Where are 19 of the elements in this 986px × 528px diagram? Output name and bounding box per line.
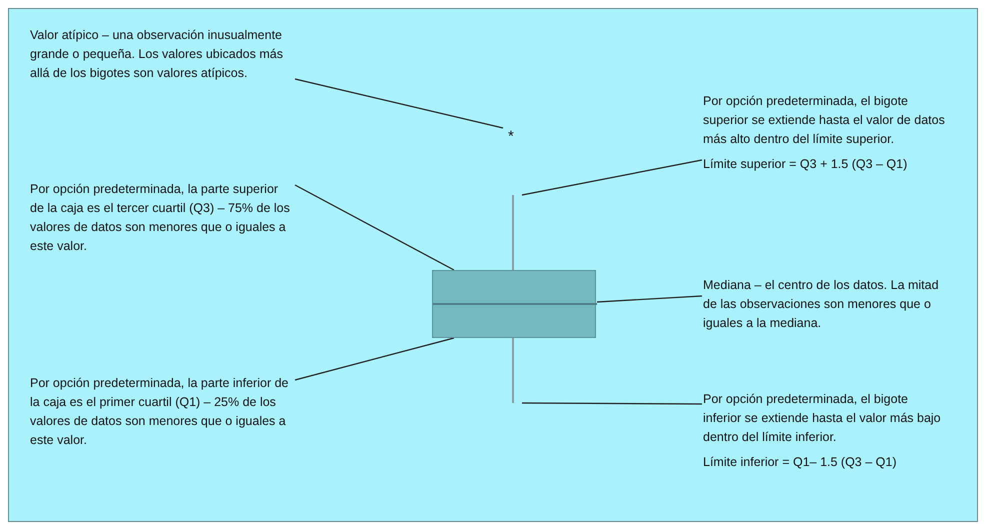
annotation-text: Valor atípico – una observación inusualmente grande o pequeña. Los valores ubicados más allá de los bigotes son valores atípicos.: [30, 26, 295, 83]
annotation-text: Límite inferior = Q1– 1.5 (Q3 – Q1): [703, 454, 898, 471]
box: [432, 270, 596, 338]
lower-whisker: [512, 338, 514, 403]
leader-line: [294, 184, 454, 271]
annotation-text: Por opción predeterminada, la parte inferior de la caja es el primer cuartil (Q1) – 25% de los valores de datos son menores que o iguales a este valor.: [30, 374, 295, 450]
annotation-text: Por opción predeterminada, el bigote superior se extiende hasta el valor de datos más alto dentro del límite superior.: [703, 93, 946, 148]
leader-line: [294, 337, 454, 381]
median-line: [433, 303, 597, 305]
outlier-asterisk: *: [508, 129, 514, 145]
annotation-text: Mediana – el centro de los datos. La mitad de las observaciones son menores que o iguales a la mediana.: [703, 276, 948, 333]
leader-line: [522, 159, 702, 196]
annotation-text: Por opción predeterminada, el bigote inferior se extiende hasta el valor más bajo dentro del límite inferior.: [703, 391, 942, 446]
annotation-text: Por opción predeterminada, la parte superior de la caja es el tercer cuartil (Q3) – 75% de los valores de datos son menores que o iguales a este valor.: [30, 180, 295, 256]
upper-whisker: [512, 195, 514, 270]
leader-line: [294, 78, 504, 129]
leader-line: [596, 295, 702, 303]
annotation-text: Límite superior = Q3 + 1.5 (Q3 – Q1): [703, 156, 908, 173]
leader-line: [522, 402, 702, 405]
